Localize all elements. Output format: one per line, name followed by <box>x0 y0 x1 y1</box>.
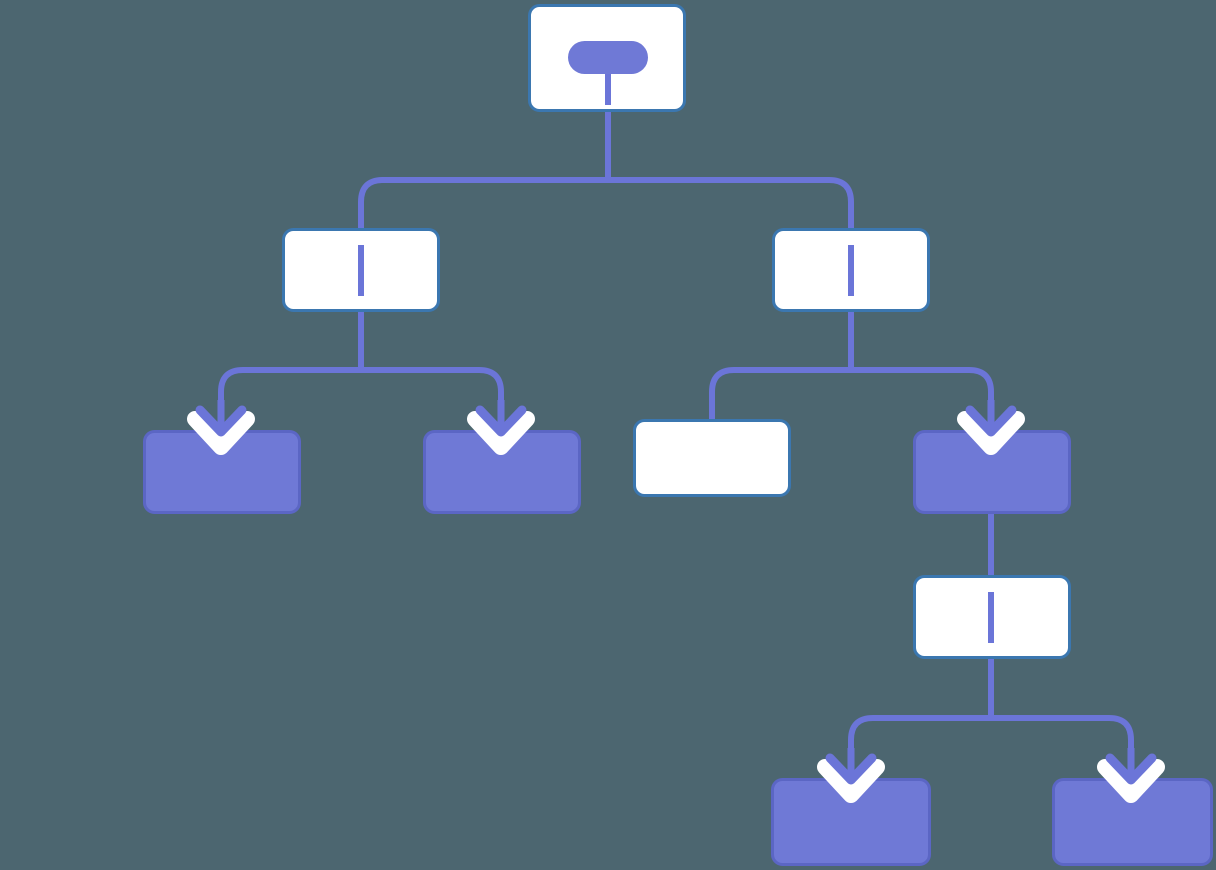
right-leaf-empty-node[interactable] <box>633 419 791 497</box>
arrowhead-right-child <box>957 400 1025 455</box>
arrowhead-left-leaf-two <box>467 400 535 455</box>
root-node-pill-label <box>568 41 648 74</box>
arrow-white-chevron-icon <box>187 411 255 455</box>
right-branch-to-empty-leaf-connector <box>709 367 851 419</box>
arrowhead-layer <box>187 400 1165 803</box>
root-to-right-branch-connector <box>608 177 854 228</box>
left-branch-to-leaf-one-connector <box>218 367 361 424</box>
root-pill-layer <box>568 41 648 105</box>
arrow-white-chevron-icon <box>817 759 885 803</box>
purple-node-layer <box>143 430 1213 866</box>
arrow-white-chevron-icon <box>467 411 535 455</box>
arrowhead-deep-leaf-left <box>817 748 885 803</box>
arrowhead-left-leaf-one <box>187 400 255 455</box>
deep-to-leaf-right-connector <box>991 715 1134 772</box>
connector-layer <box>218 60 1134 772</box>
right-branch-to-child-connector <box>851 367 994 424</box>
white-node-layer <box>282 4 1071 659</box>
arrow-white-chevron-icon <box>1097 759 1165 803</box>
root-to-left-branch-connector <box>358 177 608 228</box>
line-through-layer <box>358 245 994 643</box>
deep-to-leaf-left-connector <box>848 715 991 772</box>
left-branch-to-leaf-two-connector <box>361 367 504 424</box>
arrow-white-chevron-icon <box>957 411 1025 455</box>
arrowhead-deep-leaf-right <box>1097 748 1165 803</box>
